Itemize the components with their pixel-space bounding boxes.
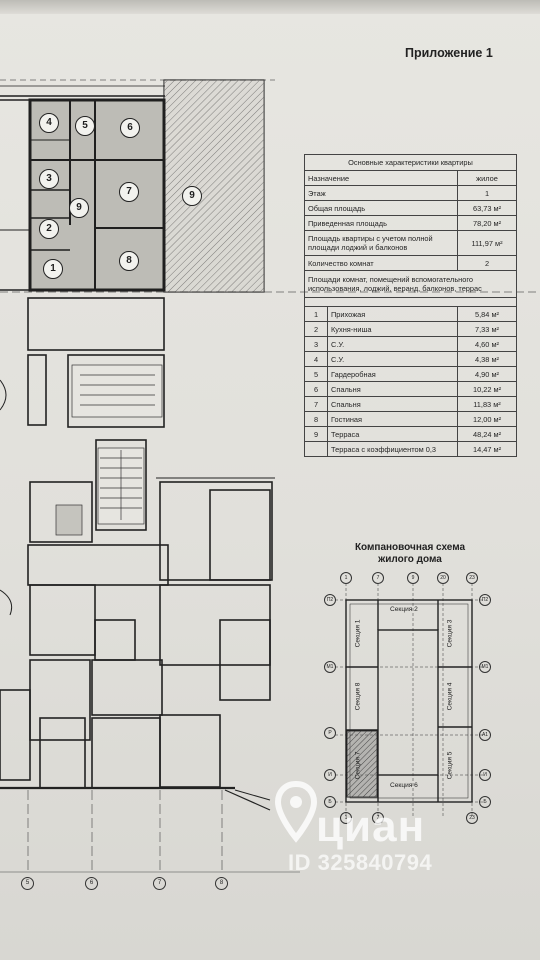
axis-top-7: 7	[372, 572, 384, 584]
room-9-marker: 9	[69, 198, 89, 218]
watermark-id: ID 325840794	[288, 850, 433, 875]
axis-left-p2: П2	[324, 594, 336, 606]
axis-5: 5	[21, 877, 34, 890]
rooms-section-header: Площади комнат, помещений вспомогательно…	[304, 270, 517, 298]
room-6-marker: 6	[120, 118, 140, 138]
axis-top-23: 23	[466, 572, 478, 584]
axis-7: 7	[153, 877, 166, 890]
section-8-label: Секция 8	[354, 682, 362, 711]
axis-top-9: 9	[407, 572, 419, 584]
axis-left-b: Б	[324, 796, 336, 808]
axis-right-p2: П2	[479, 594, 491, 606]
axis-right-i: И	[479, 769, 491, 781]
axis-left-m1: М1	[324, 661, 336, 673]
axis-bottom-23: 23	[466, 812, 478, 824]
axis-right-m1: М1	[479, 661, 491, 673]
axis-left-r: Р	[324, 727, 336, 739]
section-7-label: Секция 7	[354, 751, 362, 780]
axis-top-20: 20	[437, 572, 449, 584]
section-2-label: Секция 2	[390, 606, 418, 613]
axis-bottom-7: 7	[372, 812, 384, 824]
room-7-marker: 7	[119, 182, 139, 202]
room-2-marker: 2	[39, 219, 59, 239]
axis-left-i: И	[324, 769, 336, 781]
axis-right-a1: А1	[479, 729, 491, 741]
appendix-label: Приложение 1	[405, 46, 493, 60]
apartment-characteristics-table: Основные характеристики квартиры Назначе…	[304, 154, 517, 457]
section-5-label: Секция 5	[446, 751, 454, 780]
terrace-9-marker: 9	[182, 186, 202, 206]
page-edge	[0, 0, 540, 14]
room-8-marker: 8	[119, 251, 139, 271]
location-pin-icon	[274, 780, 318, 843]
axis-top-1: 1	[340, 572, 352, 584]
cian-watermark: циан ID 325840794	[258, 780, 488, 890]
scheme-title: Компановочная схема жилого дома	[354, 542, 466, 565]
room-5-marker: 5	[75, 116, 95, 136]
section-3-label: Секция 3	[446, 619, 454, 648]
section-6-label: Секция 6	[390, 782, 418, 789]
axis-8: 8	[215, 877, 228, 890]
section-1-label: Секция 1	[354, 619, 362, 648]
table-row: Площадь квартиры с учетом полной площади…	[304, 230, 517, 256]
room-3-marker: 3	[39, 169, 59, 189]
axis-bottom-1: 1	[340, 812, 352, 824]
watermark-brand: циан	[316, 802, 426, 851]
section-7-highlight	[346, 730, 378, 798]
stairs	[55, 364, 163, 536]
room-4-marker: 4	[39, 113, 59, 133]
axis-right-b: Б	[479, 796, 491, 808]
axis-6: 6	[85, 877, 98, 890]
section-4-label: Секция 4	[446, 682, 454, 711]
room-1-marker: 1	[43, 259, 63, 279]
